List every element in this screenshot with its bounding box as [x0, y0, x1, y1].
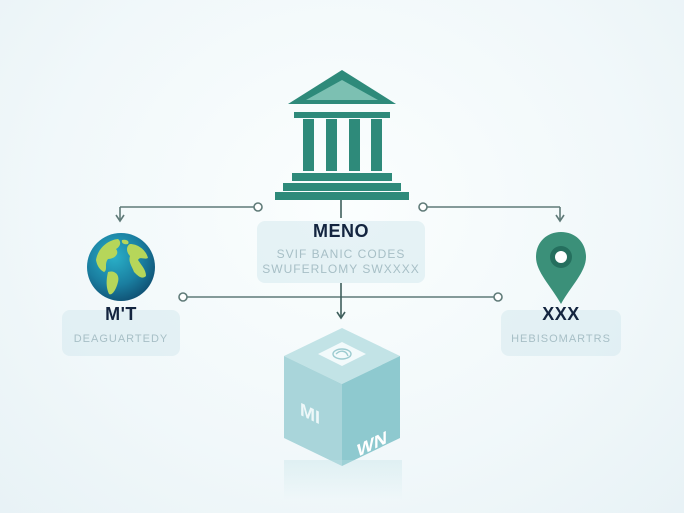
- connector-center-to-left: [115, 202, 263, 223]
- cube-left-face-label: MI: [300, 400, 320, 430]
- left-node-card: [62, 310, 180, 356]
- right-node-subtitle: HEBISOMARTRS: [511, 333, 611, 345]
- connector-center-to-bottom: [336, 200, 346, 320]
- center-node-card: [257, 221, 425, 283]
- center-node-subtitle-line-2: SWUFERLOMY SWXXXX: [262, 262, 420, 276]
- right-node-card: [501, 310, 621, 356]
- cube-icon: MI WN: [284, 328, 400, 466]
- bank-building-icon: [275, 70, 409, 200]
- right-node-title: XXX: [542, 304, 580, 324]
- swirl-logo-icon: [318, 342, 366, 366]
- center-node-title: MENO: [313, 221, 369, 241]
- left-node-subtitle: DEAGUARTEDY: [73, 333, 169, 345]
- center-node-subtitle-line-1: SVIF BANIC CODES: [276, 247, 406, 261]
- connector-center-to-right: [418, 202, 565, 223]
- left-node-title: M'T: [105, 304, 137, 324]
- location-pin-icon: [536, 232, 586, 304]
- globe-icon: [87, 233, 155, 301]
- cube-reflection: [284, 460, 402, 500]
